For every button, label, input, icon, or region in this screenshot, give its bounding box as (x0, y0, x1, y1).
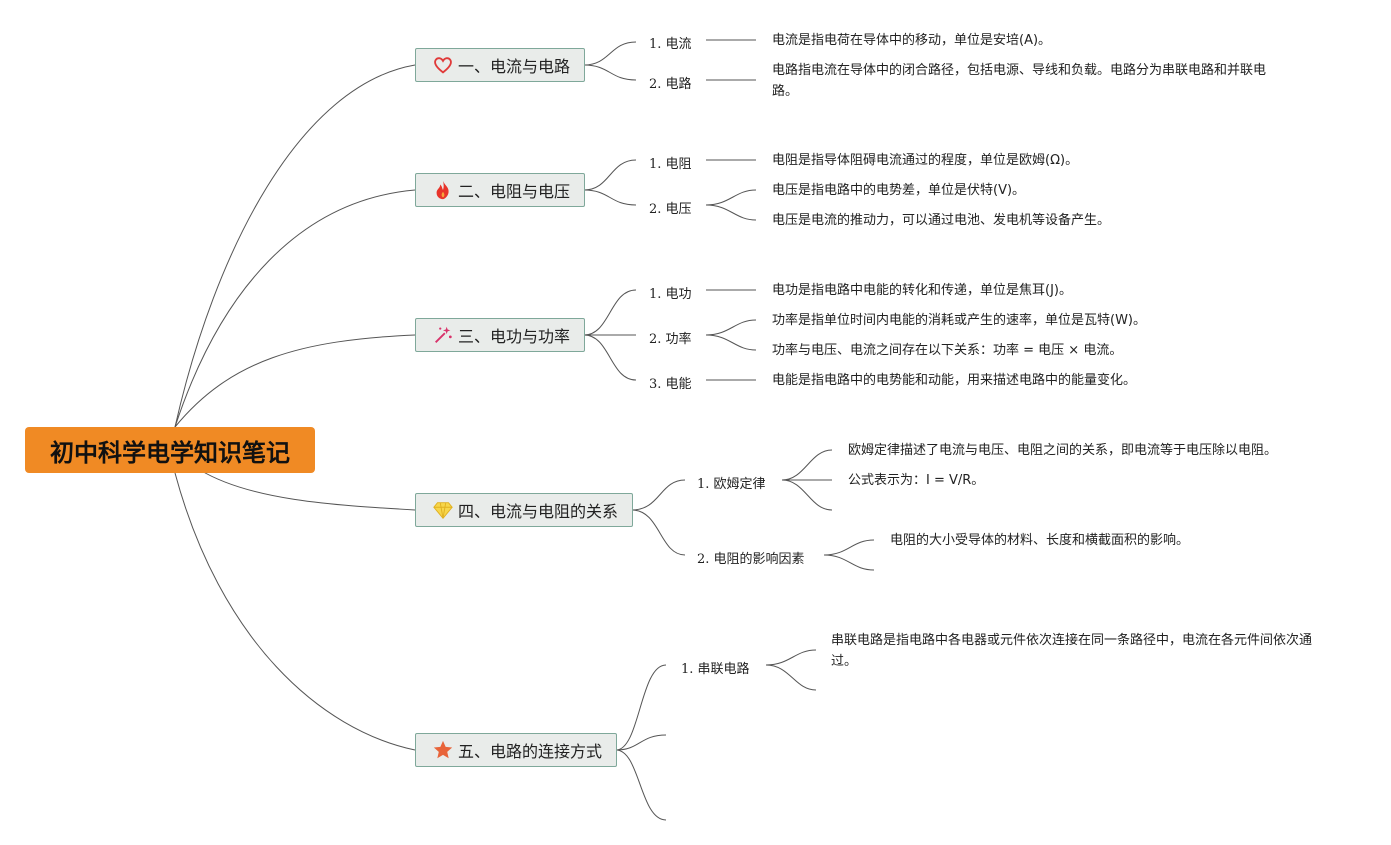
sparkle-icon (432, 324, 454, 346)
subtopic-series-circuit[interactable]: 1. 串联电路 (681, 662, 750, 677)
topic-label: 四、电流与电阻的关系 (458, 502, 619, 521)
fire-icon (432, 179, 454, 201)
note-power-2: 功率与电压、电流之间存在以下关系：功率 = 电压 × 电流。 (772, 343, 1123, 358)
root-topic[interactable]: 初中科学电学知识笔记 (25, 427, 315, 473)
note-electric-work: 电功是指电路中电能的转化和传递，单位是焦耳(J)。 (772, 283, 1072, 298)
note-resistance: 电阻是指导体阻碍电流通过的程度，单位是欧姆(Ω)。 (772, 153, 1079, 168)
note-voltage-2: 电压是电流的推动力，可以通过电池、发电机等设备产生。 (772, 213, 1111, 228)
topic-label: 五、电路的连接方式 (458, 742, 603, 761)
topic-label: 三、电功与功率 (458, 327, 571, 346)
topic-circuit-connections[interactable]: 五、电路的连接方式 (415, 733, 617, 767)
subtopic-current[interactable]: 1. 电流 (649, 37, 692, 52)
subtopic-circuit[interactable]: 2. 电路 (649, 77, 692, 92)
note-ohms-law-1: 欧姆定律描述了电流与电压、电阻之间的关系，即电流等于电压除以电阻。 (848, 443, 1278, 458)
note-electric-energy: 电能是指电路中的电势能和动能，用来描述电路中的能量变化。 (772, 373, 1137, 388)
note-voltage-1: 电压是指电路中的电势差，单位是伏特(V)。 (772, 183, 1026, 198)
note-current: 电流是指电荷在导体中的移动，单位是安培(A)。 (772, 33, 1052, 48)
topic-label: 二、电阻与电压 (458, 182, 571, 201)
subtopic-electric-energy[interactable]: 3. 电能 (649, 377, 692, 392)
note-resistance-factors: 电阻的大小受导体的材料、长度和横截面积的影响。 (890, 533, 1190, 548)
note-circuit: 电路指电流在导体中的闭合路径，包括电源、导线和负载。电路分为串联电路和并联电路。 (772, 63, 1267, 99)
subtopic-power[interactable]: 2. 功率 (649, 332, 692, 347)
subtopic-electric-work[interactable]: 1. 电功 (649, 287, 692, 302)
subtopic-resistance-factors[interactable]: 2. 电阻的影响因素 (697, 552, 805, 567)
note-series-circuit: 串联电路是指电路中各电器或元件依次连接在同一条路径中，电流在各元件间依次通过。 (831, 633, 1313, 669)
star-icon (432, 739, 454, 761)
subtopic-voltage[interactable]: 2. 电压 (649, 202, 692, 217)
subtopic-resistance[interactable]: 1. 电阻 (649, 157, 692, 172)
subtopic-ohms-law[interactable]: 1. 欧姆定律 (697, 477, 766, 492)
topic-resistance-voltage[interactable]: 二、电阻与电压 (415, 173, 585, 207)
topic-work-power[interactable]: 三、电功与功率 (415, 318, 585, 352)
topic-current-resistance-relation[interactable]: 四、电流与电阻的关系 (415, 493, 633, 527)
gem-icon (432, 499, 454, 521)
topic-current-circuit[interactable]: 一、电流与电路 (415, 48, 585, 82)
topic-label: 一、电流与电路 (458, 57, 571, 76)
note-ohms-law-2: 公式表示为：I = V/R。 (848, 473, 985, 488)
heart-icon (432, 54, 454, 76)
note-power-1: 功率是指单位时间内电能的消耗或产生的速率，单位是瓦特(W)。 (772, 313, 1146, 328)
root-title: 初中科学电学知识笔记 (50, 438, 290, 467)
